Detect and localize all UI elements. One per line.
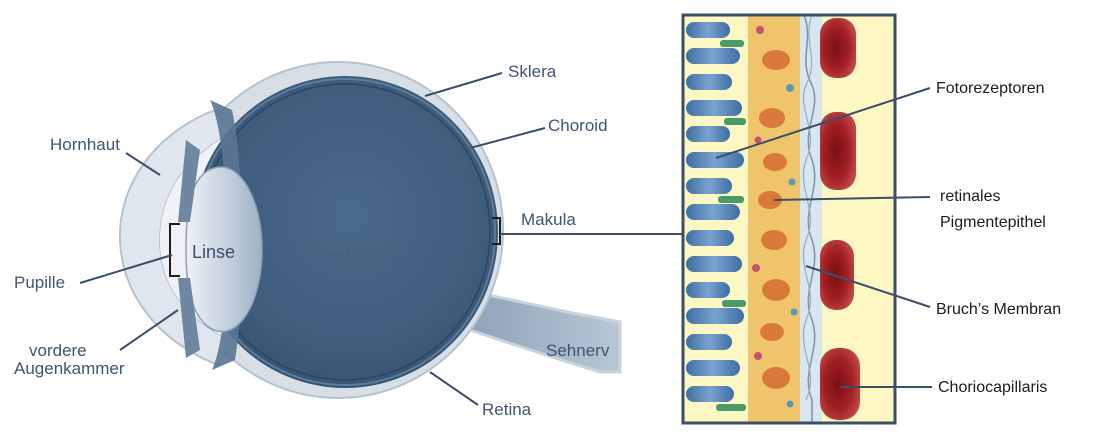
label-bruchs-membran: Bruch’s Membran [936,299,1061,320]
label-rpe-line2: Pigmentepithel [940,212,1046,233]
label-sklera: Sklera [508,62,556,82]
label-vordere: vordere [29,341,87,361]
label-retina: Retina [482,400,531,420]
label-augenkammer: Augenkammer [14,359,125,379]
eye-cross-section [120,62,620,398]
label-glaskoerper: Glaskörper [306,246,399,266]
label-linse: Linse [192,242,235,262]
label-choriocapillaris: Choriocapillaris [938,377,1047,398]
label-hornhaut: Hornhaut [50,135,120,155]
label-sehnerv: Sehnerv [546,341,609,361]
label-fotorezeptoren: Fotorezeptoren [936,78,1045,99]
label-choroid: Choroid [548,116,608,136]
retina-detail-panel [683,15,895,423]
label-pupille: Pupille [14,273,65,293]
pigment-epithelium [748,15,804,423]
label-makula: Makula [521,210,576,230]
label-rpe-line1: retinales [940,186,1000,207]
